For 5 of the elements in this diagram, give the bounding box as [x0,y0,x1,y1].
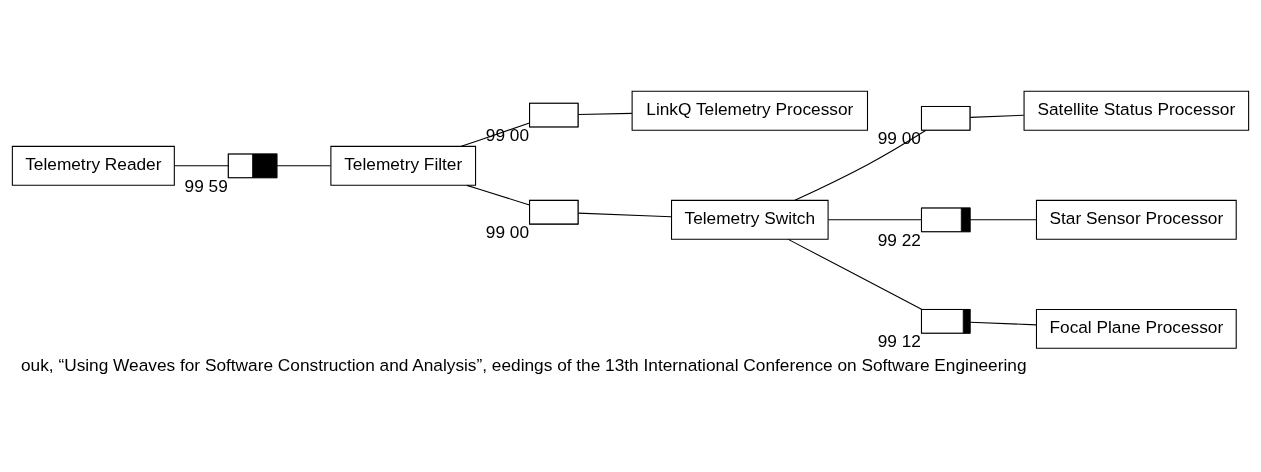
node-label: 99 12 [877,330,921,351]
node-label: 99 00 [485,221,530,242]
node-label: 99 22 [877,229,921,250]
caption: ouk, “Using Weaves for Software Construction and Analysis”, eedings of the 13th International Conference on Software Engineering [21,354,1027,375]
node-label: 99 59 [184,175,228,196]
